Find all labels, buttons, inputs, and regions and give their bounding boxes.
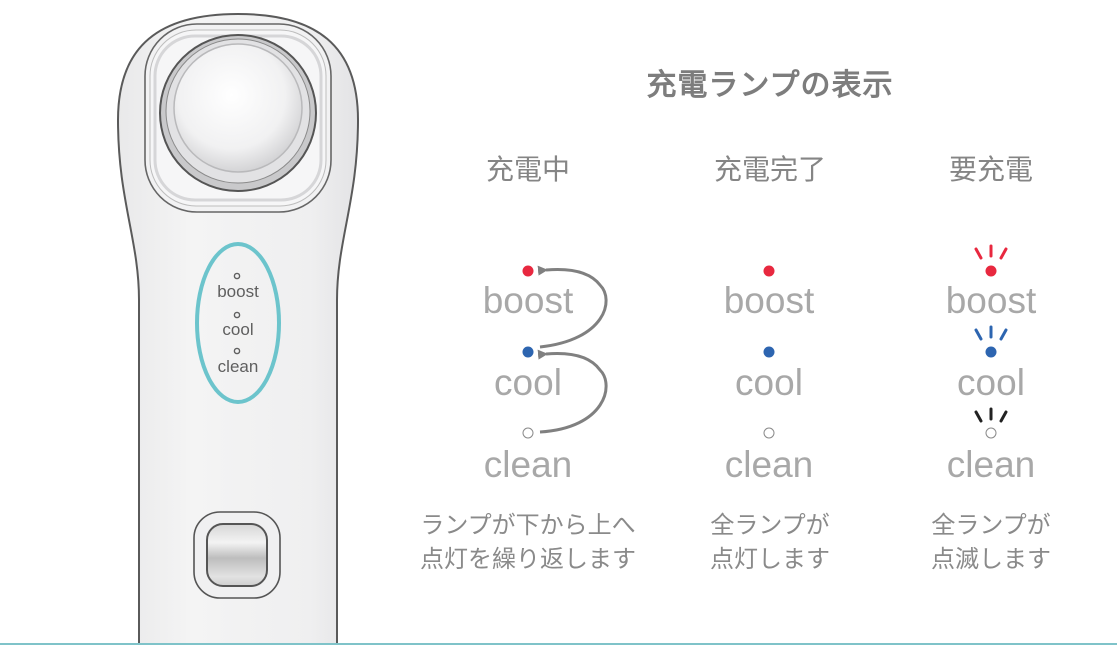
lamp-label-clean-needs: clean xyxy=(946,444,1036,485)
lamp-label-cool-complete: cool xyxy=(735,362,803,403)
arrow-clean-to-cool-icon xyxy=(537,349,608,434)
clean-lamp-dot xyxy=(985,427,997,439)
desc-needs-charge: 全ランプが 点滅します xyxy=(841,508,1117,576)
head-dome xyxy=(173,43,303,173)
device-label-clean: clean xyxy=(217,357,259,376)
desc-charge-complete: 全ランプが 点灯します xyxy=(620,508,920,576)
page-title: 充電ランプの表示 xyxy=(646,68,894,103)
desc-complete-line1: 全ランプが xyxy=(710,511,830,539)
device-illustration xyxy=(116,12,360,645)
blink-rays-clean-icon xyxy=(974,407,1008,423)
lamp-label-boost-charging: boost xyxy=(482,280,574,321)
lamp-label-cool-charging: cool xyxy=(494,362,562,403)
blink-rays-cool-icon xyxy=(974,325,1008,341)
device-label-cool: cool xyxy=(222,320,254,339)
lamp-panel-ring xyxy=(195,242,281,404)
heading-charge-complete: 充電完了 xyxy=(713,153,826,186)
desc-needs-line1: 全ランプが xyxy=(931,511,1051,539)
blink-rays-boost-icon xyxy=(974,244,1008,260)
cool-lamp-dot xyxy=(763,346,775,358)
boost-lamp-dot xyxy=(522,265,534,277)
boost-lamp-dot xyxy=(763,265,775,277)
bottom-accent-line xyxy=(0,643,1117,645)
clean-lamp-dot xyxy=(522,427,534,439)
desc-charging-line1: ランプが下から上へ xyxy=(420,511,636,539)
lamp-label-boost-needs: boost xyxy=(945,280,1037,321)
power-button xyxy=(206,523,268,587)
cool-lamp-dot xyxy=(522,346,534,358)
lamp-label-cool-needs: cool xyxy=(957,362,1025,403)
clean-lamp-dot xyxy=(763,427,775,439)
device-label-boost: boost xyxy=(217,282,259,301)
desc-charging: ランプが下から上へ 点灯を繰り返します xyxy=(378,508,678,576)
desc-charging-line2: 点灯を繰り返します xyxy=(420,545,636,573)
arrow-cool-to-boost-icon xyxy=(537,265,608,349)
cool-lamp-dot xyxy=(985,346,997,358)
lamp-label-clean-charging: clean xyxy=(483,444,573,485)
heading-needs-charge: 要充電 xyxy=(948,153,1033,186)
lamp-label-boost-complete: boost xyxy=(723,280,815,321)
desc-complete-line2: 点灯します xyxy=(710,545,830,573)
desc-needs-line2: 点滅します xyxy=(931,545,1051,573)
heading-charging: 充電中 xyxy=(485,153,570,186)
lamp-label-clean-complete: clean xyxy=(724,444,814,485)
boost-lamp-dot xyxy=(985,265,997,277)
